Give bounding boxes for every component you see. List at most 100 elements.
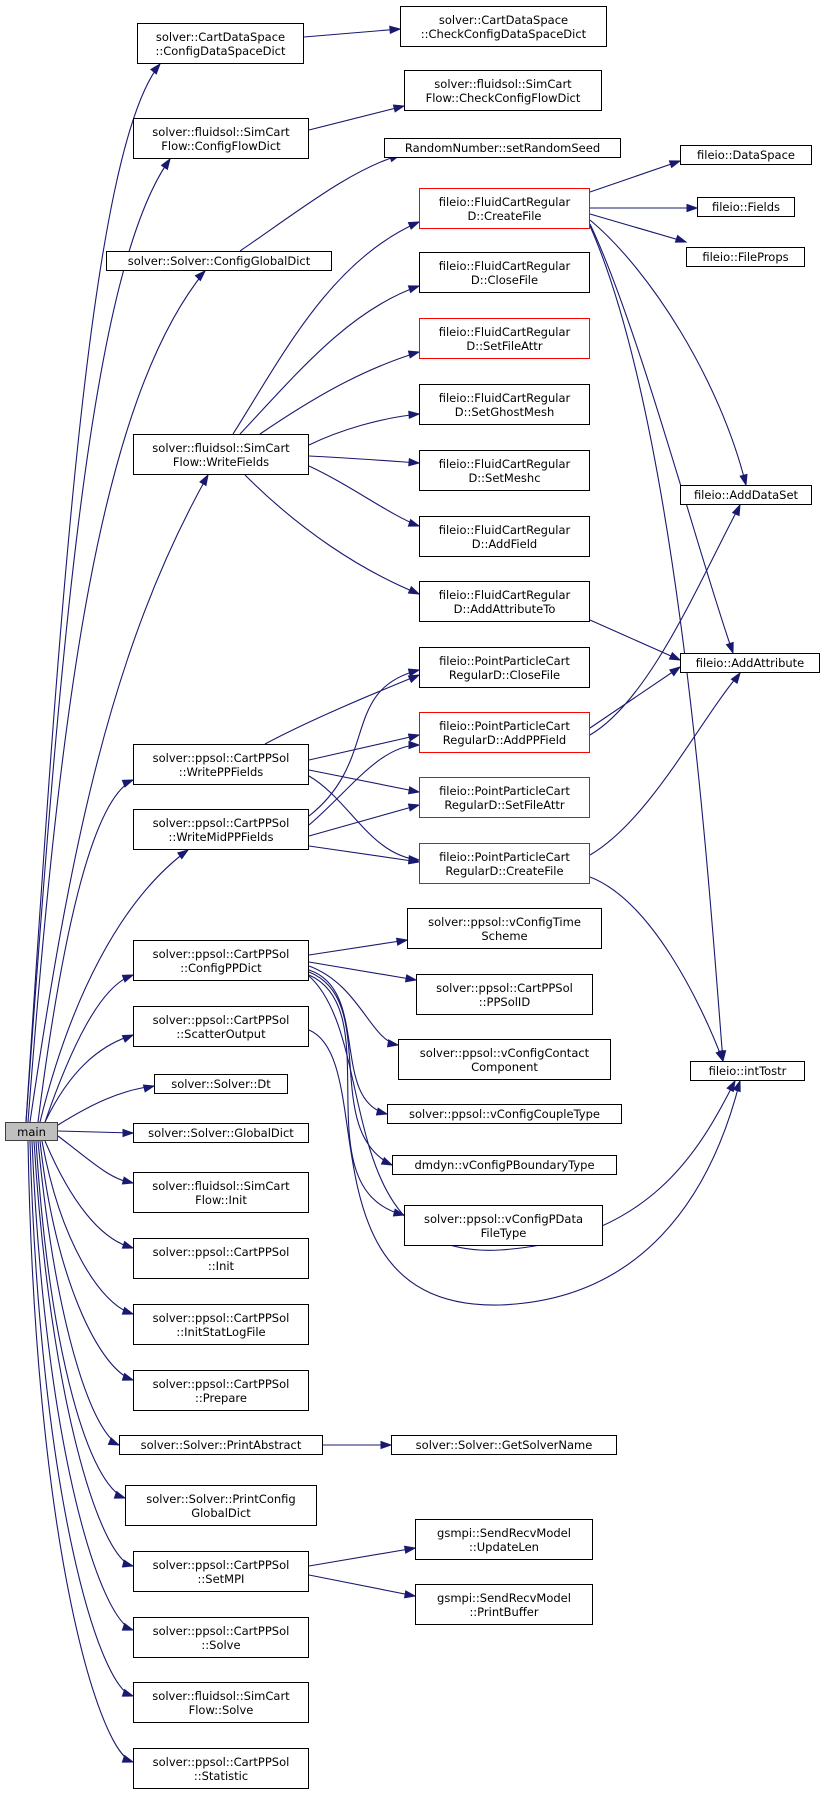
node-randomnumber-setrandomseed[interactable]: RandomNumber::setRandomSeed — [384, 138, 621, 158]
call-edge — [232, 221, 420, 435]
call-edge — [239, 154, 401, 252]
call-edge — [308, 845, 420, 863]
node-vconfigcoupletype[interactable]: solver::ppsol::vConfigCoupleType — [387, 1104, 622, 1124]
node-pointparticlecartregulard-closefile[interactable]: fileio::PointParticleCart RegularD::Clos… — [419, 647, 590, 688]
arrowhead — [668, 160, 682, 169]
node-fluidcartregulard-setghostmesh[interactable]: fileio::FluidCartRegular D::SetGhostMesh — [419, 384, 590, 425]
node-fluidcartregulard-setmeshc[interactable]: fileio::FluidCartRegular D::SetMeshc — [419, 450, 590, 491]
arrowhead — [404, 974, 418, 983]
node-cartppsol-setmpi[interactable]: solver::ppsol::CartPPSol ::SetMPI — [133, 1551, 309, 1592]
node-cartppsol-initstatlogfile[interactable]: solver::ppsol::CartPPSol ::InitStatLogFi… — [133, 1304, 309, 1345]
call-edge — [259, 351, 420, 435]
call-edge — [308, 1029, 741, 1306]
arrowhead — [407, 674, 421, 684]
arrowhead — [121, 1034, 135, 1043]
arrowhead — [392, 104, 406, 113]
arrowhead — [407, 733, 421, 742]
node-cartppsol-writeppfields[interactable]: solver::ppsol::CartPPSol ::WritePPFields — [133, 744, 309, 785]
call-edge — [308, 734, 420, 761]
node-simcartflow-checkconfigflowdict[interactable]: solver::fluidsol::SimCart Flow::CheckCon… — [404, 70, 602, 111]
node-solver-dt[interactable]: solver::Solver::Dt — [154, 1074, 288, 1094]
arrowhead — [142, 1084, 156, 1093]
node-sendrecvmodel-updatelen[interactable]: gsmpi::SendRecvModel ::UpdateLen — [415, 1519, 593, 1560]
arrowhead — [408, 457, 421, 467]
node-pointparticlecartregulard-setfileattr[interactable]: fileio::PointParticleCart RegularD::SetF… — [419, 777, 590, 818]
node-main: main — [5, 1122, 58, 1141]
call-edge — [308, 465, 420, 527]
node-cartppsol-ppsolid[interactable]: solver::ppsol::CartPPSol ::PPSolID — [416, 974, 593, 1015]
call-edge — [589, 225, 724, 1062]
node-solver-globaldict[interactable]: solver::Solver::GlobalDict — [133, 1123, 309, 1143]
arrowhead — [121, 1176, 135, 1185]
node-fileio-fields[interactable]: fileio::Fields — [697, 197, 795, 217]
node-cartdataspace-checkconfigdataspacedict[interactable]: solver::CartDataSpace ::CheckConfigDataS… — [400, 6, 607, 47]
call-edge — [308, 744, 420, 826]
node-simcartflow-init[interactable]: solver::fluidsol::SimCart Flow::Init — [133, 1172, 309, 1213]
node-cartppsol-configppdict[interactable]: solver::ppsol::CartPPSol ::ConfigPPDict — [133, 940, 309, 981]
node-fileio-adddataset[interactable]: fileio::AddDataSet — [680, 485, 812, 505]
call-edge — [589, 672, 741, 856]
call-edge — [308, 413, 420, 446]
call-edge — [308, 105, 405, 131]
arrowhead — [407, 786, 421, 795]
node-fluidcartregulard-addfield[interactable]: fileio::FluidCartRegular D::AddField — [419, 516, 590, 557]
node-sendrecvmodel-printbuffer[interactable]: gsmpi::SendRecvModel ::PrintBuffer — [415, 1584, 593, 1625]
arrowhead — [407, 803, 421, 812]
node-simcartflow-configflowdict[interactable]: solver::fluidsol::SimCart Flow::ConfigFl… — [133, 118, 309, 159]
call-edge — [239, 285, 420, 435]
node-pointparticlecartregulard-createfile[interactable]: fileio::PointParticleCart RegularD::Crea… — [419, 843, 590, 884]
node-cartdataspace-configdataspacedict[interactable]: solver::CartDataSpace ::ConfigDataSpaceD… — [137, 23, 304, 64]
call-edge — [35, 1140, 126, 1499]
call-edge — [308, 769, 420, 793]
node-fluidcartregulard-addattributeto[interactable]: fileio::FluidCartRegular D::AddAttribute… — [419, 581, 590, 622]
arrowhead — [113, 1490, 127, 1499]
arrowhead — [407, 285, 421, 294]
arrowhead — [407, 585, 421, 595]
call-edge — [308, 1574, 416, 1597]
node-fluidcartregulard-closefile[interactable]: fileio::FluidCartRegular D::CloseFile — [419, 252, 590, 293]
arrowhead — [160, 157, 171, 171]
node-fileio-addattribute[interactable]: fileio::AddAttribute — [680, 653, 820, 673]
node-solver-getsolvername[interactable]: solver::Solver::GetSolverName — [391, 1435, 617, 1455]
node-solver-printabstract[interactable]: solver::Solver::PrintAbstract — [119, 1435, 323, 1455]
arrowhead — [730, 671, 741, 685]
node-fileio-dataspace[interactable]: fileio::DataSpace — [680, 145, 812, 165]
arrowhead — [392, 1208, 406, 1217]
node-vconfigcontactcomponent[interactable]: solver::ppsol::vConfigContact Component — [398, 1039, 611, 1080]
node-cartppsol-init[interactable]: solver::ppsol::CartPPSol ::Init — [133, 1238, 309, 1279]
call-edge — [303, 28, 401, 38]
call-edge — [308, 455, 420, 464]
arrowhead — [407, 221, 421, 230]
node-vconfigpdatafiletype[interactable]: solver::ppsol::vConfigPData FileType — [404, 1205, 603, 1246]
node-simcartflow-solve[interactable]: solver::fluidsol::SimCart Flow::Solve — [133, 1682, 309, 1723]
arrowhead — [375, 1107, 389, 1116]
call-edge — [37, 779, 134, 1123]
node-fluidcartregulard-createfile[interactable]: fileio::FluidCartRegular D::CreateFile — [419, 188, 590, 229]
node-fileio-inttostr[interactable]: fileio::intTostr — [690, 1061, 805, 1081]
arrowhead — [121, 1754, 135, 1763]
node-vconfigtimescheme[interactable]: solver::ppsol::vConfigTime Scheme — [407, 908, 602, 949]
arrowhead — [199, 473, 209, 487]
node-cartppsol-solve[interactable]: solver::ppsol::CartPPSol ::Solve — [133, 1617, 309, 1658]
node-cartppsol-statistic[interactable]: solver::ppsol::CartPPSol ::Statistic — [133, 1748, 309, 1789]
arrowhead — [408, 740, 421, 750]
node-pointparticlecartregulard-addppfield[interactable]: fileio::PointParticleCart RegularD::AddP… — [419, 712, 590, 753]
node-solver-configglobaldict[interactable]: solver::Solver::ConfigGlobalDict — [106, 251, 332, 271]
node-cartppsol-prepare[interactable]: solver::ppsol::CartPPSol ::Prepare — [133, 1370, 309, 1411]
node-solver-printconfigglobaldict[interactable]: solver::Solver::PrintConfig GlobalDict — [125, 1485, 317, 1526]
arrowhead — [731, 503, 741, 517]
arrowhead — [380, 1156, 394, 1166]
arrowhead — [403, 1590, 417, 1599]
arrowhead — [726, 1079, 736, 1093]
node-fileio-fileprops[interactable]: fileio::FileProps — [686, 247, 805, 267]
call-edge — [308, 775, 420, 861]
node-fluidcartregulard-setfileattr[interactable]: fileio::FluidCartRegular D::SetFileAttr — [419, 318, 590, 359]
call-edge — [27, 270, 206, 1123]
node-cartppsol-writemidppfields[interactable]: solver::ppsol::CartPPSol ::WriteMidPPFie… — [133, 809, 309, 850]
call-edge — [589, 219, 747, 486]
node-simcartflow-writefields[interactable]: solver::fluidsol::SimCart Flow::WriteFie… — [133, 434, 309, 475]
call-edge — [589, 876, 724, 1062]
node-vconfigpboundarytype[interactable]: dmdyn::vConfigPBoundaryType — [392, 1155, 617, 1175]
arrowhead — [725, 641, 734, 655]
node-cartppsol-scatteroutput[interactable]: solver::ppsol::CartPPSol ::ScatterOutput — [133, 1006, 309, 1047]
